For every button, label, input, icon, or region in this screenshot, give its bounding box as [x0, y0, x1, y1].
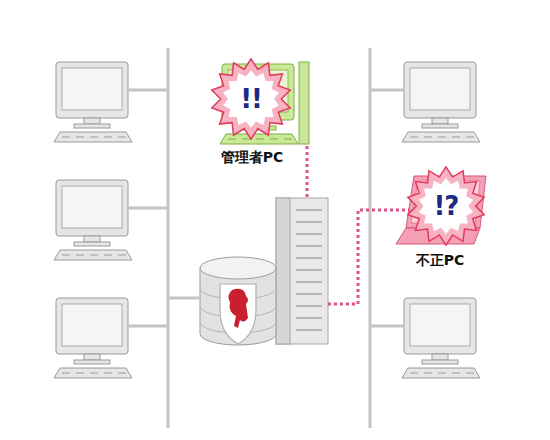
security-shield — [220, 284, 256, 344]
pc-label: 管理者PC — [219, 149, 286, 167]
client-pc — [54, 62, 132, 142]
network-link — [128, 207, 168, 210]
admin-pc-tower — [299, 62, 309, 144]
alert-burst: !! — [210, 58, 292, 140]
client-pc — [54, 298, 132, 378]
network-bus — [167, 48, 170, 428]
client-pc — [54, 180, 132, 260]
network-link — [370, 325, 404, 328]
server-tower — [276, 198, 328, 344]
client-pc — [402, 298, 480, 378]
alert-mark: !? — [406, 166, 486, 246]
network-link — [168, 297, 200, 300]
network-link — [370, 89, 404, 92]
database — [200, 257, 276, 345]
network-bus — [369, 48, 372, 428]
pc-label: 不正PC — [414, 252, 467, 270]
admin-link — [306, 146, 309, 198]
network-link — [128, 325, 168, 328]
alert-burst: !? — [406, 166, 486, 246]
network-link — [128, 89, 168, 92]
rogue-link — [328, 210, 410, 304]
client-pc — [402, 62, 480, 142]
alert-mark: !! — [210, 58, 292, 140]
